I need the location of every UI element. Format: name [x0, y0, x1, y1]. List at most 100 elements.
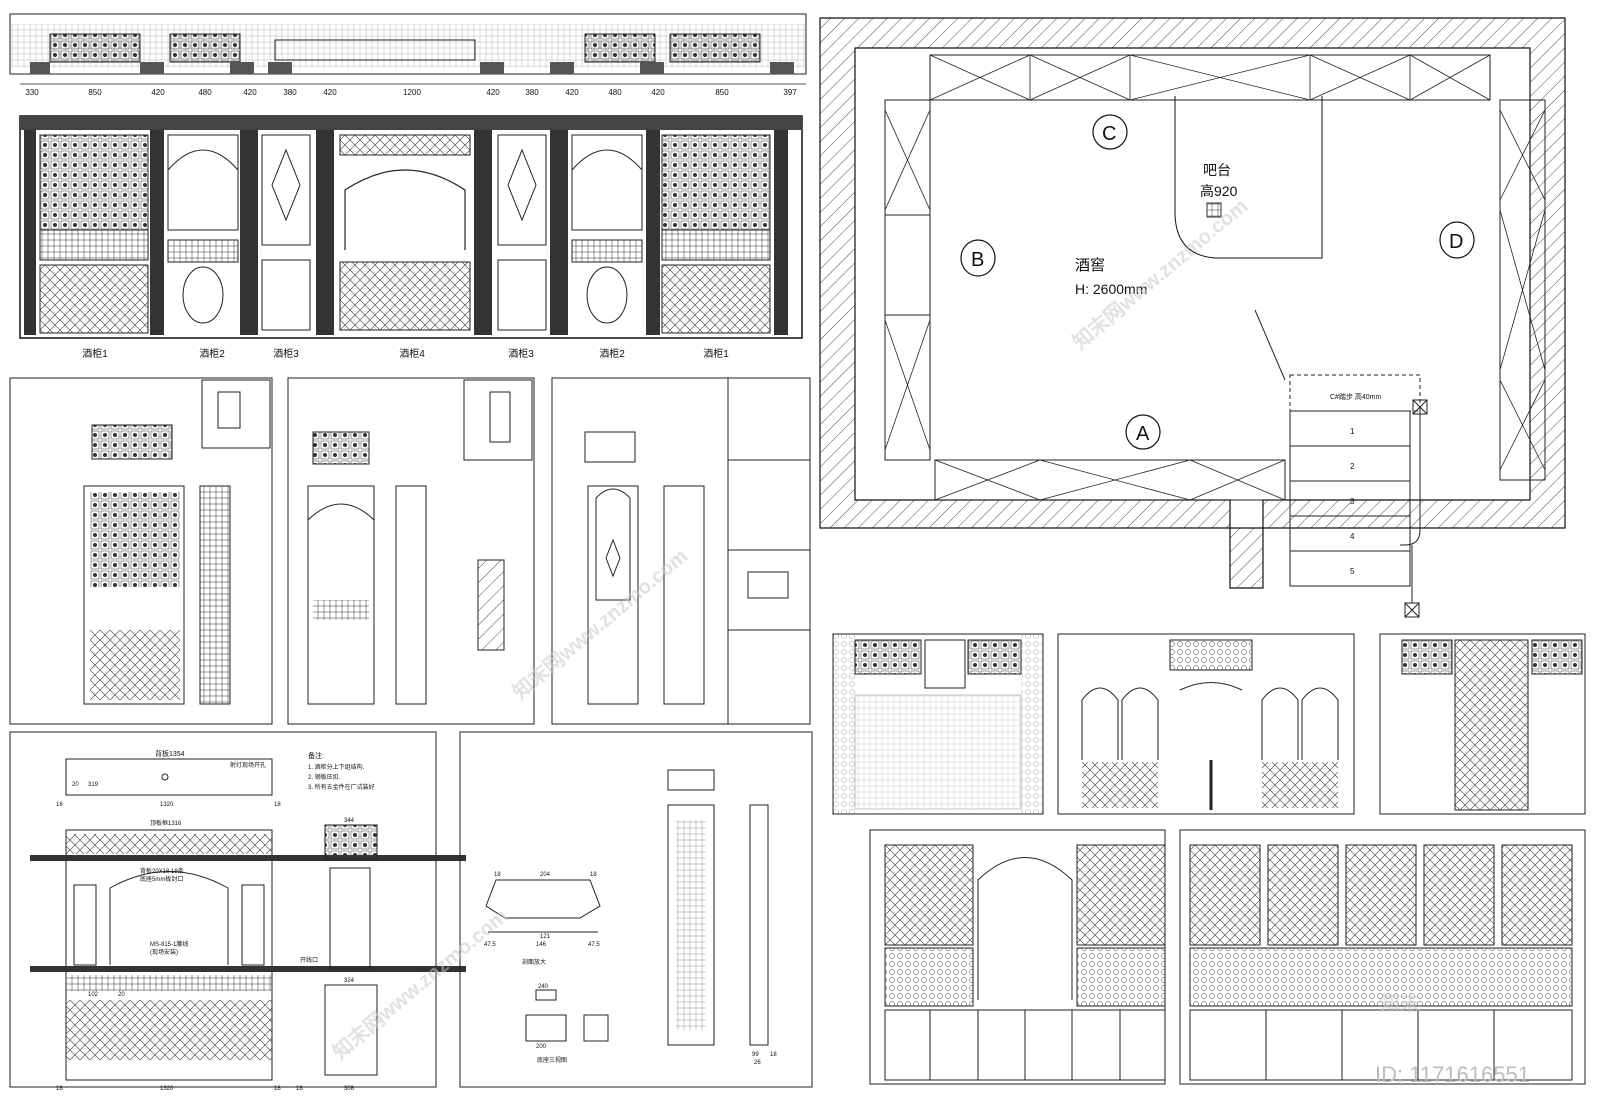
marker-circle-c: [1092, 114, 1128, 150]
plan-title: 酒窖: [1075, 256, 1105, 274]
bot-dim-1: 102: [88, 992, 99, 998]
elevation-dim: 420: [651, 88, 665, 97]
d5-dim-5: 47.5: [588, 942, 600, 948]
elevation-render-2: [1057, 633, 1355, 815]
watermark-brand: 知末: [1380, 991, 1421, 1015]
bar-label: 吧台: [1203, 162, 1231, 178]
elevation-top-view: [9, 13, 807, 85]
elevation-dim: 380: [283, 88, 297, 97]
detail-panel-5: [459, 731, 813, 1088]
elevation-dim: 420: [323, 88, 337, 97]
mid-note-2: (现场安装): [150, 948, 178, 956]
cabinet-label: 酒柜3: [273, 347, 299, 360]
watermark-2: 知末网www.znzmo.com: [328, 904, 512, 1064]
elevation-dim: 420: [565, 88, 579, 97]
elevation-dim: 850: [88, 88, 102, 97]
column-dim-2: 26: [754, 1060, 761, 1066]
plan-texts: 酒窖 H: 2600mm 吧台 高920 A B C D C#踏步 高40mm …: [971, 123, 1463, 576]
floor-plan: [819, 17, 1566, 618]
mid-note: MS-815-1腰线: [150, 940, 188, 948]
cabinet-label: 酒柜1: [82, 347, 108, 360]
detail5-texts: 剖面放大 底座三视图 18 204 18 47.5 47.5 146 121 2…: [484, 872, 777, 1066]
bot-dim-5: 18: [274, 1086, 281, 1092]
d5-dim-6: 146: [536, 942, 547, 948]
d5-dim-4: 47.5: [484, 942, 496, 948]
top-width: 背板1354: [155, 749, 185, 758]
marker-d: D: [1449, 231, 1463, 253]
elevation-render-4: [869, 829, 1166, 1085]
side-dim-4: 18: [296, 1086, 303, 1092]
notes-title: 备注:: [308, 751, 324, 760]
top-dim-3: 16: [56, 802, 63, 808]
marker-circle-a: [1125, 414, 1161, 450]
side-dim-2: 324: [344, 978, 355, 984]
bot-dim-3: 1320: [160, 1086, 174, 1092]
side-dim-3: 308: [344, 1086, 355, 1092]
marker-circle-b: [960, 239, 996, 277]
detail4-texts: 背板1354 射灯现场开孔 20 319 16 1320 18 备注: 1. 酒…: [56, 749, 375, 1092]
note-2: 2. 钢板压扣.: [308, 773, 341, 781]
elevation-render-1: [832, 633, 1044, 815]
elevation-dim: 480: [198, 88, 212, 97]
marker-a: A: [1136, 423, 1150, 445]
detail-panel-3: [551, 377, 811, 725]
elevation-dimensions: 330 850 420 480 420 380 420 1200 420 380 420 480 420…: [25, 88, 797, 97]
side-dim-1: 344: [344, 818, 355, 824]
cabinet-label: 酒柜3: [508, 347, 534, 360]
column-dim-3: 18: [770, 1052, 777, 1058]
step-5: 5: [1350, 567, 1355, 576]
note-3: 3. 所有五金件在厂试装好: [308, 783, 375, 791]
step-4: 4: [1350, 532, 1355, 541]
id-label: ID: 1171616551: [1375, 1062, 1530, 1087]
section-title: 剖面放大: [522, 958, 546, 966]
step-1: 1: [1350, 427, 1355, 436]
elevation-front: [19, 115, 803, 339]
elevation-dim: 850: [715, 88, 729, 97]
step-2: 2: [1350, 462, 1355, 471]
marker-c: C: [1102, 123, 1116, 145]
elevation-dim: 1200: [403, 88, 421, 97]
elevation-dim: 330: [25, 88, 39, 97]
top-note: 射灯现场开孔: [230, 761, 266, 769]
d5-dim-3: 18: [590, 872, 597, 878]
marker-b: B: [971, 249, 984, 271]
d5-dim-8: 240: [538, 984, 549, 990]
step-3: 3: [1350, 497, 1355, 506]
column-dim-1: 99: [752, 1052, 759, 1058]
cabinet-label: 酒柜2: [599, 347, 625, 360]
top-dim-2: 319: [88, 782, 99, 788]
elevation-dim: 420: [151, 88, 165, 97]
top-dim-1: 20: [72, 782, 79, 788]
d5-dim-9: 200: [536, 1044, 547, 1050]
elevation-dim: 480: [608, 88, 622, 97]
top-dim-4: 1320: [160, 802, 174, 808]
detail-panel-1: [9, 377, 273, 725]
bar-height: 高920: [1200, 183, 1238, 199]
cabinet-labels: 酒柜1 酒柜2 酒柜3 酒柜4 酒柜3 酒柜2 酒柜1: [82, 347, 729, 360]
detail-panel-2: [287, 377, 535, 725]
arch-note: 背板20X18.18条: [140, 867, 184, 875]
bot-dim-4: 18: [56, 1086, 63, 1092]
note-1: 1. 酒柜分上下组结构.: [308, 763, 365, 771]
inner-width: 顶板框1316: [150, 819, 182, 827]
step-label: C#踏步 高40mm: [1330, 392, 1382, 401]
top-dim-5: 18: [274, 802, 281, 808]
cabinet-label: 酒柜1: [703, 347, 729, 360]
elevation-dim: 420: [486, 88, 500, 97]
plan-height: H: 2600mm: [1075, 281, 1147, 297]
arch-note-2: 底座5mm板封口: [140, 875, 183, 883]
elevation-render-3: [1379, 633, 1586, 815]
d5-dim-7: 121: [540, 934, 551, 940]
d5-dim-2: 204: [540, 872, 551, 878]
elevation-render-5: [1179, 829, 1586, 1085]
opening-note: 开线口: [300, 956, 318, 964]
elevation-dim: 420: [243, 88, 257, 97]
elevation-dim: 397: [783, 88, 797, 97]
cabinet-label: 酒柜2: [199, 347, 225, 360]
d5-dim-1: 18: [494, 872, 501, 878]
detail-panel-4: [9, 731, 466, 1088]
marker-circle-d: [1439, 221, 1475, 259]
elevation-dim: 380: [525, 88, 539, 97]
cabinet-label: 酒柜4: [399, 347, 425, 360]
